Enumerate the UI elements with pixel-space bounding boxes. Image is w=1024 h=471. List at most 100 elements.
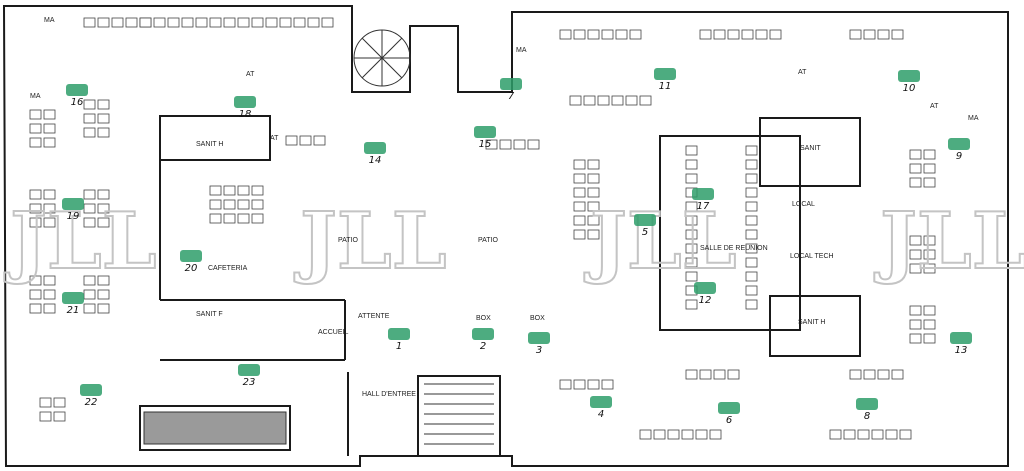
zone-marker-highlight [234,96,256,108]
desk [745,159,758,170]
desk [909,333,922,344]
desk [713,29,726,40]
zone-marker-highlight [590,396,612,408]
desk [83,17,96,28]
desk [587,379,600,390]
zone-marker: 7 [500,78,522,102]
desk [573,187,586,198]
room-at: AT [930,103,939,110]
desk [923,305,936,316]
desk [685,271,698,282]
room-ma: MA [30,93,41,100]
desk [685,173,698,184]
zone-marker-highlight [500,78,522,90]
desk [681,429,694,440]
desks [29,17,936,440]
desk [29,189,42,200]
desk [83,203,96,214]
desk [587,173,600,184]
walls [2,5,1009,467]
zone-number: 1 [396,341,402,352]
watermark-text-4: JLL [874,196,1024,287]
desk [559,379,572,390]
desk [223,17,236,28]
room-ma: MA [516,47,527,54]
desk [237,185,250,196]
desk [685,369,698,380]
zone-marker-highlight [62,198,84,210]
zone-marker: 2 [472,328,494,352]
zone-number: 14 [369,155,382,166]
zone-marker: 11 [654,68,676,92]
desk [885,429,898,440]
zone-marker-highlight [654,68,676,80]
zone-marker-highlight [66,84,88,96]
desk [587,159,600,170]
desk [923,319,936,330]
desk [237,213,250,224]
zone-marker-highlight [364,142,386,154]
watermark-text-3: JLL [584,196,737,287]
desk [29,109,42,120]
desk [97,289,110,300]
room-box: BOX [476,315,491,322]
zone-marker: 18 [234,96,256,120]
desk [685,201,698,212]
desk [611,95,624,106]
desk [223,185,236,196]
desk [573,173,586,184]
desk [849,29,862,40]
stairs [353,29,494,445]
room-toilets: SANIT H [196,141,224,148]
desk [251,185,264,196]
desk [313,135,326,146]
desk [587,29,600,40]
room-patio: PATIO [338,237,359,244]
room-toilets: SANIT H [798,319,826,326]
desk [829,429,842,440]
zone-marker-highlight [718,402,740,414]
desk [745,285,758,296]
desk [615,29,628,40]
desk [223,199,236,210]
zone-marker: 13 [950,332,972,356]
room-logistics: LOCAL TECH [790,253,834,260]
zone-marker-highlight [528,332,550,344]
desk [251,17,264,28]
desk [843,429,856,440]
desk [601,29,614,40]
desk [83,275,96,286]
desk [685,159,698,170]
desk [181,17,194,28]
desk [125,17,138,28]
desk [699,29,712,40]
desk [857,429,870,440]
desk [909,235,922,246]
zone-marker-highlight [180,250,202,262]
desk [745,187,758,198]
room-accueil: ACCUEIL [318,329,348,336]
zone-marker: 15 [474,126,496,150]
zone-number: 18 [239,109,252,120]
desk [139,17,152,28]
desk [83,113,96,124]
desk [97,113,110,124]
desk [745,229,758,240]
desk [741,29,754,40]
zone-marker: 1 [388,328,410,352]
zone-marker-highlight [694,282,716,294]
desk [43,109,56,120]
desk [97,99,110,110]
desk [83,303,96,314]
desk [745,201,758,212]
desk [909,163,922,174]
desk [97,17,110,28]
desk [527,139,540,150]
zone-number: 16 [71,97,84,108]
zone-marker-highlight [634,214,656,226]
desk [863,29,876,40]
desk [167,17,180,28]
zone-number: 11 [659,81,672,92]
desk [559,29,572,40]
desk [909,177,922,188]
